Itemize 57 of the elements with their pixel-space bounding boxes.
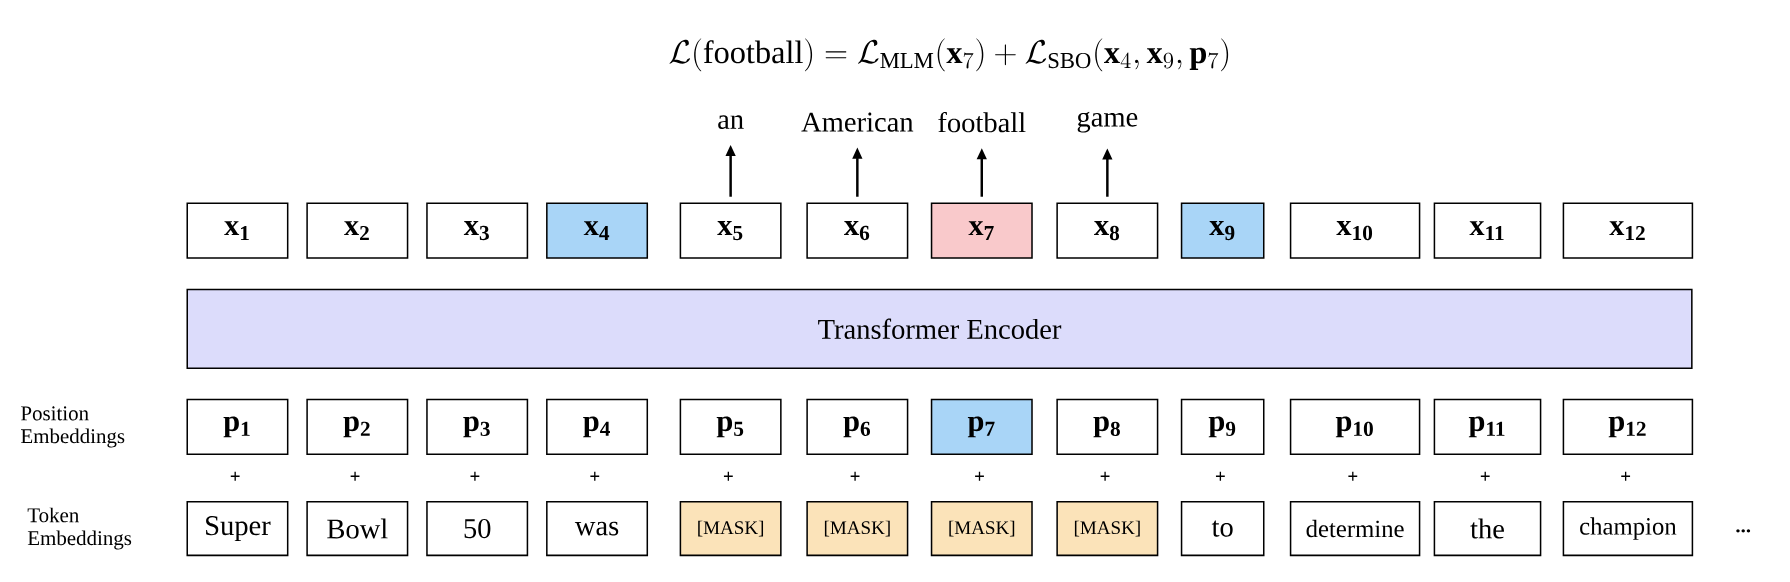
position-box: p$_{12}$ <box>1562 398 1694 455</box>
position-box: p$_{8}$ <box>1056 398 1159 455</box>
token-box: [MASK] <box>679 500 782 557</box>
output-word: football <box>938 111 1026 133</box>
position-box: p$_{10}$ <box>1289 398 1421 455</box>
position-box: p$_{1}$ <box>186 398 289 455</box>
plus-sign: + <box>723 471 733 481</box>
position-box: p$_{9}$ <box>1180 398 1265 455</box>
plus-sign: + <box>1621 471 1631 481</box>
plus-sign: + <box>350 471 360 481</box>
output-word: an <box>718 115 744 129</box>
position-box: p$_{7}$ <box>930 398 1033 455</box>
plus-sign: + <box>590 471 600 481</box>
plus-sign: + <box>850 471 860 481</box>
token-box: to <box>1180 500 1265 557</box>
output-word: American <box>801 112 914 132</box>
hidden-state-box: x$_{1}$ <box>186 202 289 259</box>
token-box: the <box>1433 500 1542 557</box>
plus-sign: + <box>975 471 984 481</box>
ellipsis: ... <box>1736 529 1751 533</box>
hidden-state-box: x$_{12}$ <box>1562 202 1694 259</box>
hidden-state-box: x$_{4}$ <box>546 202 649 259</box>
plus-sign: + <box>1348 471 1358 481</box>
token-box: was <box>546 500 649 557</box>
encoder-box: Transformer Encoder <box>186 288 1693 369</box>
position-box: p$_{5}$ <box>679 398 782 455</box>
side-label: Position Embeddings <box>21 406 125 448</box>
plus-sign: + <box>1215 471 1225 481</box>
token-box: Bowl <box>306 500 409 557</box>
position-box: p$_{6}$ <box>806 398 909 455</box>
hidden-state-box: x$_{6}$ <box>806 202 909 259</box>
hidden-state-box: x$_{9}$ <box>1180 202 1265 259</box>
hidden-state-box: x$_{7}$ <box>930 202 1033 259</box>
hidden-state-box: x$_{11}$ <box>1433 202 1542 259</box>
token-box: 50 <box>426 500 529 557</box>
plus-sign: + <box>470 471 480 481</box>
output-word: game <box>1077 111 1138 133</box>
position-box: p$_{2}$ <box>306 398 409 455</box>
token-box: [MASK] <box>1056 500 1159 557</box>
hidden-state-box: x$_{10}$ <box>1289 202 1421 259</box>
hidden-state-box: x$_{5}$ <box>679 202 782 259</box>
hidden-state-box: x$_{3}$ <box>426 202 529 259</box>
token-box: determine <box>1289 500 1421 557</box>
position-box: p$_{4}$ <box>546 398 649 455</box>
position-box: p$_{11}$ <box>1433 398 1542 455</box>
token-box: [MASK] <box>930 500 1033 557</box>
plus-sign: + <box>1480 471 1490 481</box>
hidden-state-box: x$_{8}$ <box>1056 202 1159 259</box>
plus-sign: + <box>230 471 240 481</box>
token-box: [MASK] <box>806 500 909 557</box>
token-box: champion <box>1562 500 1694 557</box>
plus-sign: + <box>1100 471 1110 481</box>
side-label: Token Embeddings <box>27 507 132 550</box>
token-box: Super <box>186 500 289 557</box>
formula-title: $\mathcal{L}(\text{football}) = \mathcal{L}_{\text{MLM}}(\mathbf{x}_7) + \mathcal{L}_{\text{SBO}}(\mathbf{x}_4, \mathbf{x}_9, \mathbf{p}_7)$ <box>669 38 1229 72</box>
position-box: p$_{3}$ <box>426 398 529 455</box>
hidden-state-box: x$_{2}$ <box>306 202 409 259</box>
